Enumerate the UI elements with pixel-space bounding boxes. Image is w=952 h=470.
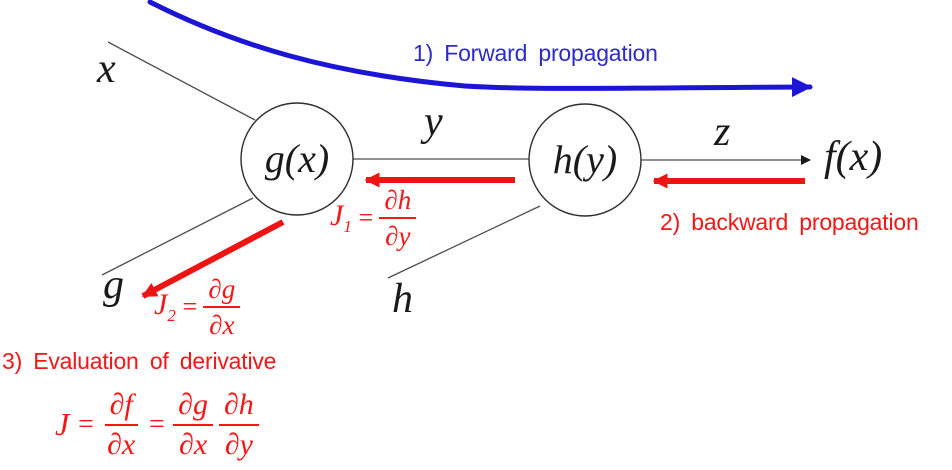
backward-arrow-j2 <box>141 219 285 299</box>
j2-symbol: J2 <box>154 288 176 326</box>
node-g-label: g(x) <box>264 136 330 181</box>
label-y: y <box>424 99 443 145</box>
j2-equals: = <box>180 292 199 322</box>
node-g-circle <box>240 102 354 216</box>
forward-propagation-arrow <box>147 0 813 98</box>
j1-symbol: J1 <box>330 199 352 237</box>
j1-equals: = <box>356 203 375 233</box>
caption-forward-propagation: 1) Forward propagation <box>413 40 658 66</box>
equation-j1: J1 = ∂h ∂y <box>330 186 417 251</box>
chain-fraction-dh-dy: ∂h ∂y <box>218 389 259 460</box>
node-h-label: h(y) <box>552 137 618 182</box>
label-g-output: g <box>103 262 124 308</box>
label-x: x <box>97 46 116 92</box>
j1-fraction: ∂h ∂y <box>379 186 417 251</box>
label-z: z <box>714 109 731 155</box>
chain-symbol: J <box>55 406 70 442</box>
label-fx: f(x) <box>824 134 883 180</box>
edge-g-to-g-output <box>101 197 254 276</box>
equation-chain-rule: J = ∂f ∂x = ∂g ∂x ∂h ∂y <box>55 389 259 460</box>
j2-fraction: ∂g ∂x <box>203 275 241 340</box>
chain-fraction-df-dx: ∂f ∂x <box>102 389 140 460</box>
node-h-circle <box>528 103 642 217</box>
chain-equals-2: = <box>147 408 167 440</box>
equation-j2: J2 = ∂g ∂x <box>154 275 241 340</box>
label-h-output: h <box>392 276 413 322</box>
caption-evaluation: 3) Evaluation of derivative <box>2 348 277 374</box>
edge-x-to-g <box>107 41 256 121</box>
edge-h-to-h-output <box>387 205 541 279</box>
chain-fraction-dg-dx: ∂g ∂x <box>173 389 213 460</box>
caption-backward-propagation: 2) backward propagation <box>660 209 919 235</box>
chain-equals-1: = <box>76 408 96 440</box>
